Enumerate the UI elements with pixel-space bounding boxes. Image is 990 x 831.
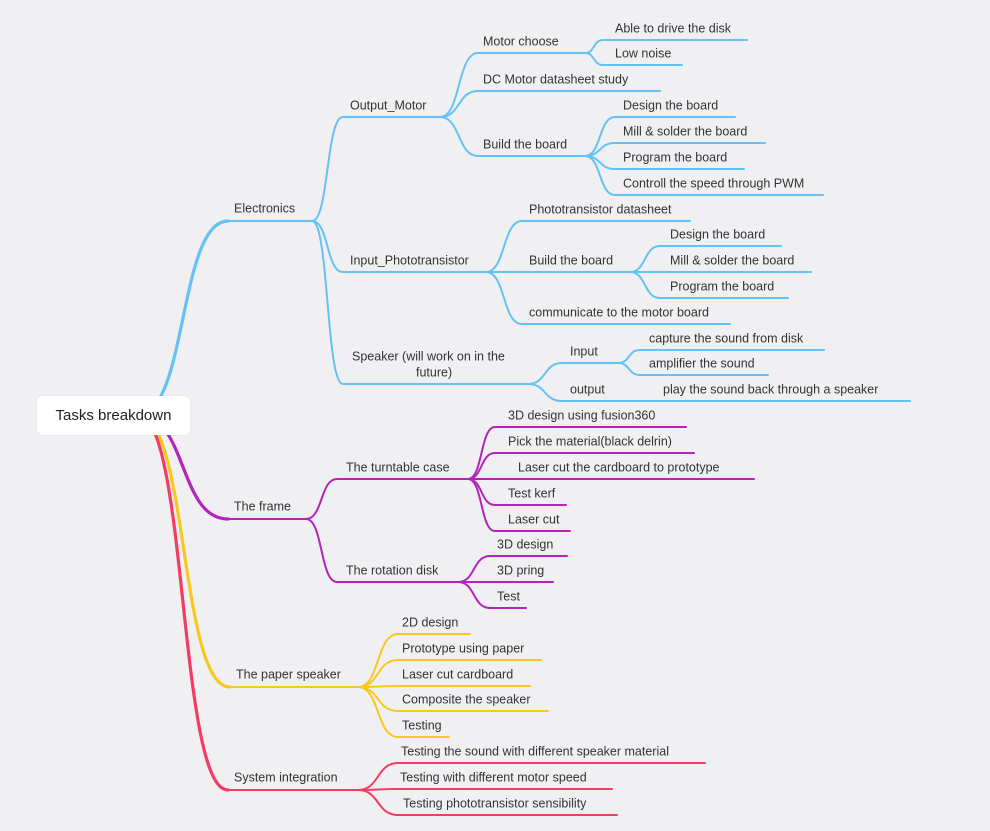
connector-speaker-will-work-on-in-the-future: [311, 220, 344, 385]
task-3d-pring[interactable]: 3D pring: [497, 563, 544, 577]
subtopic-input-phototransistor[interactable]: Input_Phototransistor: [350, 253, 469, 267]
subtopic-testing[interactable]: Testing: [402, 718, 442, 732]
connector-input: [527, 362, 563, 385]
task-mill-solder-the-board[interactable]: Mill & solder the board: [623, 124, 747, 138]
connector-communicate-to-the-motor-board: [485, 271, 523, 325]
subtopic-the-rotation-disk[interactable]: The rotation disk: [346, 563, 439, 577]
task-build-the-board[interactable]: Build the board: [483, 137, 567, 151]
connector-the-paper-speaker: [136, 413, 232, 689]
connector-capture-the-sound-from-disk: [617, 349, 641, 364]
subtopic-composite-the-speaker[interactable]: Composite the speaker: [402, 692, 531, 706]
task-program-the-board[interactable]: Program the board: [623, 150, 727, 164]
connector-low-noise: [584, 52, 604, 66]
connector-phototransistor-datasheet: [485, 220, 523, 273]
task-test[interactable]: Test: [497, 589, 520, 603]
task-phototransistor-datasheet[interactable]: Phototransistor datasheet: [529, 202, 672, 216]
connector-prototype-using-paper: [357, 659, 399, 688]
connector-dc-motor-datasheet-study: [439, 90, 479, 118]
connector-the-turntable-case: [305, 478, 338, 520]
connector-able-to-drive-the-disk: [584, 39, 604, 54]
task-dc-motor-datasheet-study[interactable]: DC Motor datasheet study: [483, 72, 629, 86]
connector-electronics: [136, 219, 230, 417]
task-design-the-board[interactable]: Design the board: [670, 227, 765, 241]
task-low-noise[interactable]: Low noise: [615, 46, 671, 60]
subtopic-testing-with-different-motor-speed[interactable]: Testing with different motor speed: [400, 770, 587, 784]
subtopic-speaker-will-work-on-in-the-future[interactable]: Speaker (will work on in the: [352, 349, 505, 363]
connector-program-the-board: [629, 271, 661, 299]
connector-composite-the-speaker: [357, 686, 399, 712]
connector-the-rotation-disk: [305, 518, 338, 583]
task-amplifier-the-sound[interactable]: amplifier the sound: [649, 356, 755, 370]
task-able-to-drive-the-disk[interactable]: Able to drive the disk: [615, 21, 732, 35]
subtopic-prototype-using-paper[interactable]: Prototype using paper: [402, 641, 524, 655]
connector-output: [527, 383, 563, 402]
task-design-the-board[interactable]: Design the board: [623, 98, 718, 112]
task-build-the-board[interactable]: Build the board: [529, 253, 613, 267]
connector-design-the-board: [629, 245, 661, 273]
topic-system-integration[interactable]: System integration: [234, 770, 338, 784]
task-laser-cut-the-cardboard-to-prototype[interactable]: Laser cut the cardboard to prototype: [518, 460, 720, 474]
task-3d-design-using-fusion360[interactable]: 3D design using fusion360: [508, 408, 655, 422]
root-topic-label: Tasks breakdown: [55, 407, 172, 424]
task-pick-the-material-black-delrin[interactable]: Pick the material(black delrin): [508, 434, 672, 448]
connector-input-phototransistor: [311, 220, 344, 273]
connector-controll-the-speed-through-pwm: [584, 155, 616, 196]
task-mill-solder-the-board[interactable]: Mill & solder the board: [670, 253, 794, 267]
connector-test: [457, 581, 491, 609]
connector-output-motor: [311, 116, 344, 222]
subtopic-testing-the-sound-with-different-speaker-material[interactable]: Testing the sound with different speaker…: [401, 744, 669, 758]
task-capture-the-sound-from-disk[interactable]: capture the sound from disk: [649, 331, 804, 345]
task-communicate-to-the-motor-board[interactable]: communicate to the motor board: [529, 305, 709, 319]
subtopic-2d-design[interactable]: 2D design: [402, 615, 458, 629]
subtopic-the-turntable-case[interactable]: The turntable case: [346, 460, 450, 474]
task-laser-cut[interactable]: Laser cut: [508, 512, 560, 526]
task-controll-the-speed-through-pwm[interactable]: Controll the speed through PWM: [623, 176, 804, 190]
connector-laser-cut: [467, 478, 496, 532]
connector-build-the-board: [439, 116, 479, 157]
task-play-the-sound-back-through-a-speaker[interactable]: play the sound back through a speaker: [663, 382, 878, 396]
subtopic-laser-cut-cardboard[interactable]: Laser cut cardboard: [402, 667, 513, 681]
task-motor-choose[interactable]: Motor choose: [483, 34, 559, 48]
topic-electronics[interactable]: Electronics: [234, 201, 295, 215]
topic-the-frame[interactable]: The frame: [234, 499, 291, 513]
topic-the-paper-speaker[interactable]: The paper speaker: [236, 667, 341, 681]
connector-amplifier-the-sound: [617, 362, 641, 376]
task-3d-design[interactable]: 3D design: [497, 537, 553, 551]
subtopic-output-motor[interactable]: Output_Motor: [350, 98, 426, 112]
connector-testing-phototransistor-sensibility: [357, 789, 399, 816]
task-output[interactable]: output: [570, 382, 605, 396]
root-topic[interactable]: Tasks breakdown: [37, 396, 190, 435]
subtopic-testing-phototransistor-sensibility[interactable]: Testing phototransistor sensibility: [403, 796, 587, 810]
connector-testing: [357, 686, 399, 738]
connector-testing-the-sound-with-different-speaker-material: [357, 762, 399, 791]
task-input[interactable]: Input: [570, 344, 598, 358]
subtopic-speaker-will-work-on-in-the-future-line2[interactable]: future): [416, 365, 452, 379]
connector-3d-design: [457, 555, 491, 583]
task-test-kerf[interactable]: Test kerf: [508, 486, 556, 500]
connector-motor-choose: [439, 52, 479, 118]
task-program-the-board[interactable]: Program the board: [670, 279, 774, 293]
